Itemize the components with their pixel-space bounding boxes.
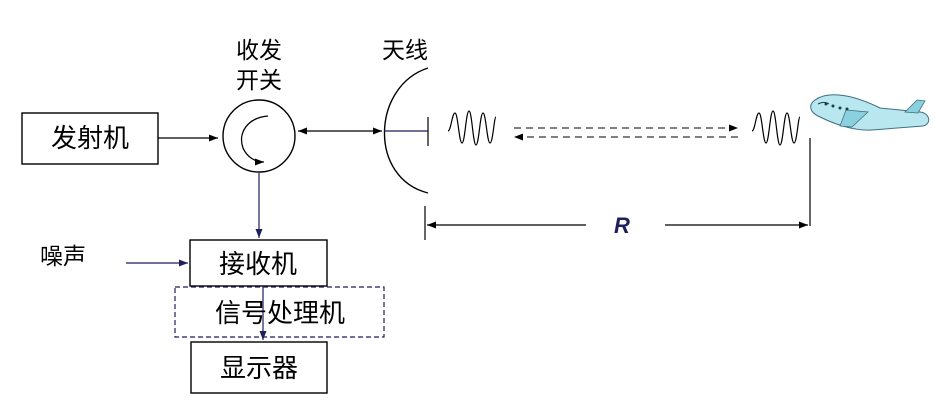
display-block: 显示器 [190, 341, 328, 394]
signal-processor-label: 信号处理机 [215, 299, 345, 329]
receiver-block: 接收机 [189, 239, 328, 287]
wave-burst-icon [447, 110, 497, 146]
airplane-icon [810, 94, 930, 131]
antenna-label: 天线 [382, 38, 428, 64]
display-label: 显示器 [220, 354, 298, 384]
receiver-label: 接收机 [219, 250, 297, 280]
transmitter-label: 发射机 [51, 124, 129, 154]
circulator-icon [222, 99, 296, 173]
wave-burst-icon [751, 110, 801, 146]
signal-processor-block: 信号处理机 [174, 286, 385, 340]
antenna-dish-icon [383, 67, 429, 194]
noise-label: 噪声 [40, 244, 86, 270]
transmitter-block: 发射机 [21, 112, 159, 165]
switch-label-line1: 收发 [236, 38, 282, 64]
range-label: R [614, 213, 630, 238]
switch-label-line2: 开关 [236, 68, 282, 94]
